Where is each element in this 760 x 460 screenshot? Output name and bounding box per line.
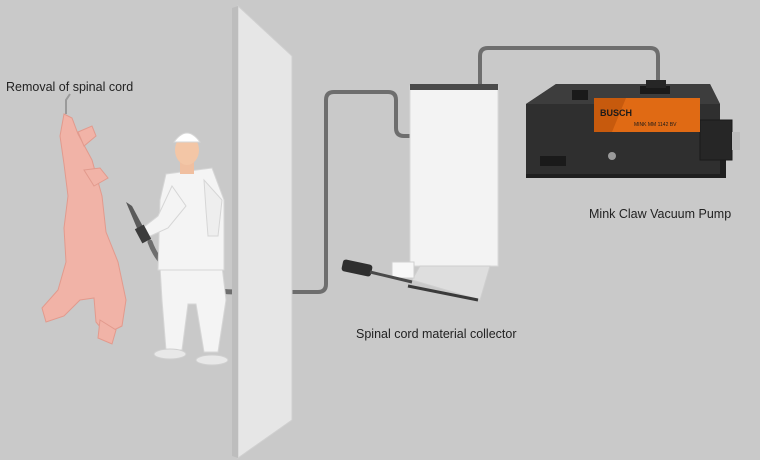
pump-brand-text: BUSCH xyxy=(600,108,632,118)
label-spinal-cord-material-collector: Spinal cord material collector xyxy=(356,327,517,341)
pump-model-text: MINK MM 1142 BV xyxy=(634,122,677,128)
wall-to-collector-hose xyxy=(270,90,414,294)
spinal-cord-collector xyxy=(341,84,499,302)
worker-figure xyxy=(137,132,229,366)
vacuum-pump: BUSCH MINK MM 1142 BV xyxy=(526,80,740,178)
carcass-hook xyxy=(65,93,71,114)
label-removal-of-spinal-cord: Removal of spinal cord xyxy=(6,80,134,94)
suction-tool xyxy=(126,202,152,244)
collector-to-pump-hose xyxy=(478,46,660,92)
pig-carcass xyxy=(41,113,127,345)
label-mink-claw-vacuum-pump: Mink Claw Vacuum Pump xyxy=(589,207,732,221)
wall-panel xyxy=(232,4,293,459)
